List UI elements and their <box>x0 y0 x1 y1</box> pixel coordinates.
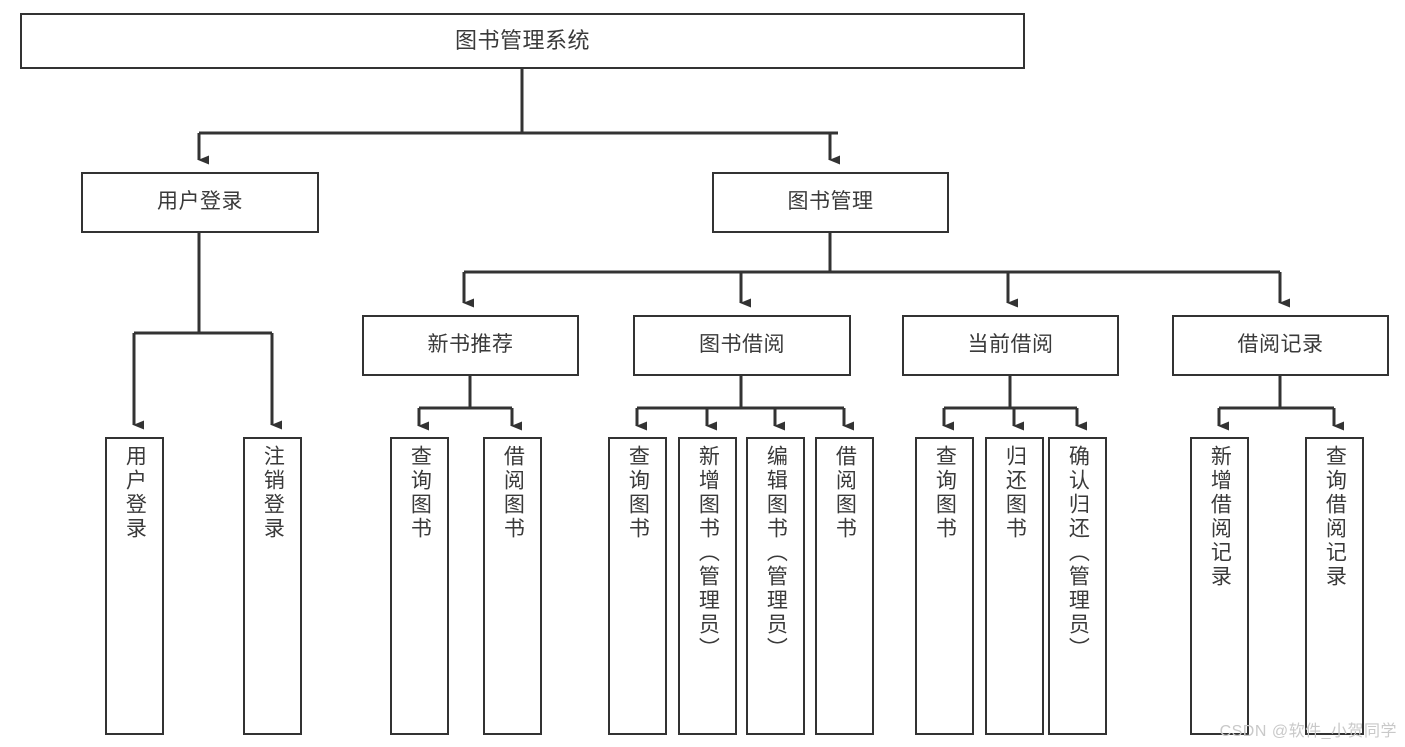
node-borrow-record[interactable]: 借阅记录 <box>1172 315 1389 376</box>
node-label: 图书借阅 <box>699 333 785 357</box>
edge-root-to-level1 <box>197 69 840 165</box>
node-new-book-recommend[interactable]: 新书推荐 <box>362 315 579 376</box>
node-label: 图书管理 <box>787 190 874 214</box>
node-user-login-action[interactable]: 用户登录 <box>105 437 164 735</box>
node-return-book[interactable]: 归还图书 <box>985 437 1044 735</box>
watermark: CSDN @软件_小贺同学 <box>1219 723 1397 740</box>
node-label: 编辑图书（管理员） <box>764 445 788 661</box>
node-label: 图书管理系统 <box>454 28 590 54</box>
node-book-management[interactable]: 图书管理 <box>712 172 949 233</box>
node-label: 新增图书（管理员） <box>696 445 720 661</box>
edge-book-management-to-level2 <box>462 233 1290 308</box>
node-query-book-borrow[interactable]: 查询图书 <box>608 437 667 735</box>
node-borrow-book-recommend[interactable]: 借阅图书 <box>483 437 542 735</box>
node-query-book-current[interactable]: 查询图书 <box>915 437 974 735</box>
node-label: 归还图书 <box>1003 445 1027 541</box>
node-root-book-management-system[interactable]: 图书管理系统 <box>20 13 1025 69</box>
node-label: 新增借阅记录 <box>1208 445 1232 589</box>
edge-current-borrow-to-leaves <box>942 376 1087 431</box>
node-label: 新书推荐 <box>427 333 514 357</box>
node-label: 查询借阅记录 <box>1323 445 1347 589</box>
edge-borrow-record-to-leaves <box>1217 376 1344 431</box>
node-query-book-recommend[interactable]: 查询图书 <box>390 437 449 735</box>
node-query-borrow-record[interactable]: 查询借阅记录 <box>1305 437 1364 735</box>
node-user-logout-action[interactable]: 注销登录 <box>243 437 302 735</box>
node-label: 查询图书 <box>408 445 432 541</box>
node-label: 确认归还（管理员） <box>1066 445 1090 661</box>
node-add-book-admin[interactable]: 新增图书（管理员） <box>678 437 737 735</box>
node-label: 用户登录 <box>157 190 243 214</box>
node-label: 当前借阅 <box>967 333 1054 357</box>
node-label: 借阅图书 <box>501 445 525 541</box>
node-label: 借阅图书 <box>833 445 857 541</box>
edge-book-borrow-to-leaves <box>635 376 854 431</box>
node-edit-book-admin[interactable]: 编辑图书（管理员） <box>746 437 805 735</box>
node-book-borrow[interactable]: 图书借阅 <box>633 315 851 376</box>
node-label: 用户登录 <box>123 445 147 541</box>
node-borrow-book-action[interactable]: 借阅图书 <box>815 437 874 735</box>
node-confirm-return-admin[interactable]: 确认归还（管理员） <box>1048 437 1107 735</box>
node-user-login[interactable]: 用户登录 <box>81 172 319 233</box>
node-current-borrow[interactable]: 当前借阅 <box>902 315 1119 376</box>
node-label: 借阅记录 <box>1237 333 1324 357</box>
node-label: 查询图书 <box>933 445 957 541</box>
node-label: 查询图书 <box>626 445 650 541</box>
node-add-borrow-record[interactable]: 新增借阅记录 <box>1190 437 1249 735</box>
node-label: 注销登录 <box>261 445 285 541</box>
edge-user-login-to-leaves <box>132 233 282 430</box>
edge-new-book-recommend-to-leaves <box>417 376 522 431</box>
